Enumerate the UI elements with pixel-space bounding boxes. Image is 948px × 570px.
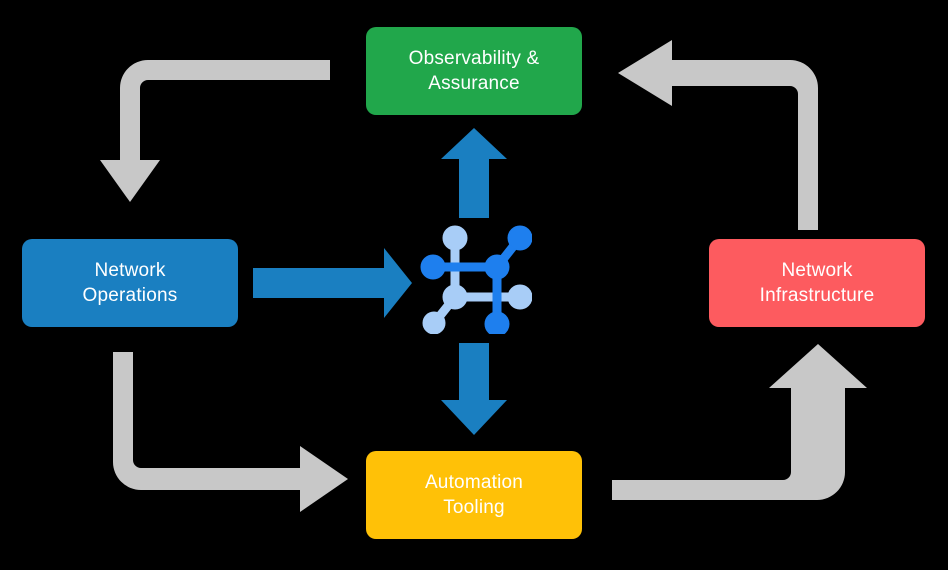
network-icon-primary-layer (420, 225, 532, 334)
node-label-observability: Observability & Assurance (409, 46, 540, 97)
node-label-line2: Infrastructure (759, 285, 875, 306)
node-label-line1: Automation (424, 471, 524, 493)
node-label-network-operations: Network Operations (83, 258, 178, 309)
cycle-arrow-bottom-right (612, 344, 867, 500)
arrow-down-to-automation (441, 343, 507, 435)
node-label-network-infrastructure: Network Infrastructure (760, 258, 875, 309)
arrow-up-to-observability (441, 128, 507, 218)
node-box-network-infrastructure[interactable]: Network Infrastructure (709, 239, 925, 327)
node-box-observability[interactable]: Observability & Assurance (366, 27, 582, 115)
node-label-line1: Observability & (408, 47, 540, 69)
network-topology-icon (420, 225, 532, 334)
node-label-line2: Tooling (443, 497, 505, 518)
node-box-automation-tooling[interactable]: Automation Tooling (366, 451, 582, 539)
cycle-arrow-bottom-left (113, 352, 348, 512)
arrow-right-to-center (253, 248, 412, 318)
node-label-line1: Network (94, 259, 166, 281)
node-box-network-operations[interactable]: Network Operations (22, 239, 238, 327)
node-label-line1: Network (781, 259, 853, 281)
node-label-line2: Operations (82, 285, 178, 306)
node-label-automation-tooling: Automation Tooling (425, 470, 523, 521)
cycle-arrow-top-right (618, 40, 818, 230)
node-label-line2: Assurance (428, 73, 520, 94)
cycle-arrow-top-left (100, 60, 330, 202)
